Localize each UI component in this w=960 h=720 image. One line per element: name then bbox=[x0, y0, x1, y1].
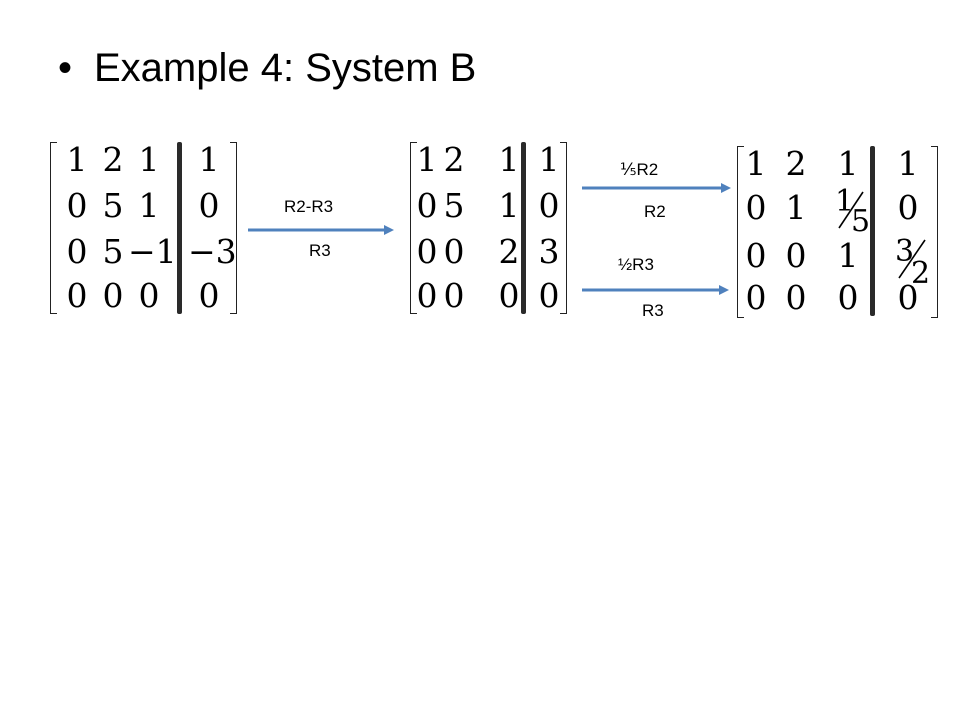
matrix-cell: 0 bbox=[538, 186, 560, 225]
matrix-cell: 0 bbox=[138, 276, 160, 315]
matrix-cell: 0 bbox=[785, 236, 807, 275]
fraction-three-halves: 3 2 bbox=[893, 234, 933, 291]
matrix-cell: 1 bbox=[837, 144, 859, 183]
fraction-numerator: 3 bbox=[895, 234, 915, 269]
matrix-cell: 0 bbox=[785, 278, 807, 317]
matrix-cell: 2 bbox=[102, 140, 124, 179]
matrix-cell: 0 bbox=[198, 276, 220, 315]
matrix-cell: 1 bbox=[498, 186, 520, 225]
matrix-step-1: 1 2 1 1 0 5 1 0 0 0 2 3 0 0 0 0 bbox=[410, 142, 570, 314]
fraction-one-fifth: 1 5 bbox=[833, 184, 873, 239]
matrix-cell: 1 bbox=[498, 140, 520, 179]
matrix-cell: 0 bbox=[745, 236, 767, 275]
fraction-slash bbox=[838, 191, 864, 229]
matrix-cell: 1 bbox=[538, 140, 560, 179]
right-bracket bbox=[230, 142, 237, 314]
title-text: Example 4: System B bbox=[94, 46, 477, 90]
matrix-cell: 0 bbox=[102, 276, 124, 315]
matrix-cell: 3 bbox=[538, 232, 560, 271]
matrix-cell: 0 bbox=[66, 186, 88, 225]
matrix-original: 1 2 1 1 0 5 1 0 0 5 −1 −3 0 0 0 0 bbox=[50, 142, 240, 314]
slide-title: • Example 4: System B bbox=[58, 44, 476, 92]
left-bracket bbox=[410, 142, 417, 314]
matrix-cell: 1 bbox=[837, 236, 859, 275]
op2-top-label: ⅕R2 bbox=[620, 160, 659, 179]
matrix-cell: 0 bbox=[538, 276, 560, 315]
matrix-cell: 2 bbox=[443, 140, 465, 179]
matrix-cell: 1 bbox=[198, 140, 220, 179]
matrix-step-2: 1 2 1 1 0 1 1 5 0 0 0 1 3 2 0 0 0 0 bbox=[737, 144, 941, 318]
op1-bottom-label: R3 bbox=[309, 241, 331, 260]
augment-bar bbox=[521, 142, 526, 314]
matrix-cell: 5 bbox=[443, 186, 465, 225]
matrix-cell: 0 bbox=[443, 276, 465, 315]
op2-bottom-label: R2 bbox=[644, 202, 666, 221]
matrix-cell: 0 bbox=[837, 278, 859, 317]
matrix-cell: 1 bbox=[745, 144, 767, 183]
matrix-cell: 0 bbox=[498, 276, 520, 315]
matrix-cell: −3 bbox=[188, 232, 237, 271]
matrix-cell: 0 bbox=[198, 186, 220, 225]
matrix-cell: 1 bbox=[138, 186, 160, 225]
matrix-cell: 0 bbox=[416, 276, 438, 315]
matrix-cell: 0 bbox=[897, 188, 919, 227]
matrix-cell: 1 bbox=[897, 144, 919, 183]
matrix-cell: 0 bbox=[745, 188, 767, 227]
matrix-cell: −1 bbox=[128, 232, 177, 271]
op3-top-label: ½R3 bbox=[618, 255, 654, 274]
matrix-cell: 5 bbox=[102, 186, 124, 225]
right-bracket bbox=[931, 146, 938, 318]
matrix-cell: 0 bbox=[66, 276, 88, 315]
augment-bar bbox=[870, 146, 875, 316]
matrix-cell: 2 bbox=[785, 144, 807, 183]
matrix-cell: 0 bbox=[416, 186, 438, 225]
fraction-numerator: 1 bbox=[835, 184, 855, 219]
left-bracket bbox=[50, 142, 57, 314]
right-bracket bbox=[560, 142, 567, 314]
matrix-cell: 0 bbox=[443, 232, 465, 271]
fraction-denominator: 2 bbox=[911, 256, 931, 291]
matrix-cell: 1 bbox=[785, 188, 807, 227]
op1-top-label: R2-R3 bbox=[284, 197, 334, 216]
matrix-cell: 1 bbox=[66, 140, 88, 179]
matrix-cell: 0 bbox=[897, 278, 919, 317]
matrix-cell: 2 bbox=[498, 232, 520, 271]
matrix-cell: 1 bbox=[416, 140, 438, 179]
matrix-cell: 0 bbox=[745, 278, 767, 317]
op3-bottom-label: R3 bbox=[642, 301, 664, 320]
matrix-cell: 5 bbox=[102, 232, 124, 271]
matrix-cell: 0 bbox=[416, 232, 438, 271]
matrix-cell: 0 bbox=[66, 232, 88, 271]
augment-bar bbox=[177, 142, 182, 314]
matrix-cell: 1 bbox=[138, 140, 160, 179]
bullet-icon: • bbox=[58, 46, 73, 90]
fraction-denominator: 5 bbox=[851, 204, 871, 239]
fraction-slash bbox=[898, 239, 926, 279]
left-bracket bbox=[737, 146, 744, 318]
